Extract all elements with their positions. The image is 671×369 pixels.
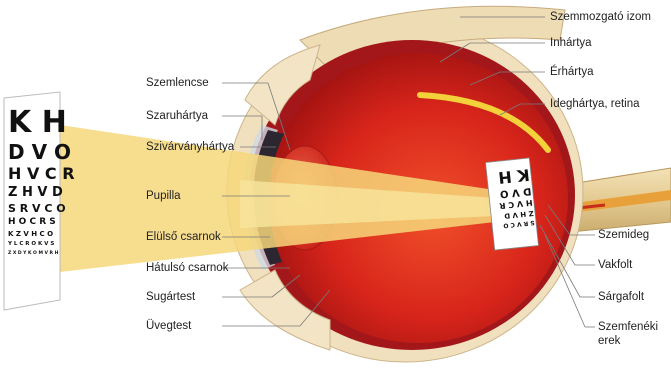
label-pupil: Pupilla — [146, 189, 181, 203]
retina-image-row: Z H V D — [493, 209, 534, 220]
label-choroid: Érhártya — [550, 65, 593, 79]
eye-chart-letters: K H D V O H V C R Z H V D S R V C O H O C R S… — [8, 108, 60, 260]
label-anterior-chamber: Elülső csarnok — [146, 230, 221, 244]
label-vitreous-body: Üvegtest — [146, 319, 191, 333]
label-lens: Szemlencse — [146, 76, 209, 90]
eye-chart-row: S R V C O — [8, 203, 60, 214]
eye-chart-row: Z H V D — [8, 186, 60, 199]
label-optic-nerve: Szemideg — [598, 228, 649, 242]
retina-image-row: H V C R — [492, 198, 533, 210]
eye-chart-row: H O C R S — [8, 218, 60, 227]
retina-image-row: D V O — [491, 185, 532, 199]
label-posterior-chamber: Hátulsó csarnok — [146, 261, 228, 275]
label-macula: Sárgafolt — [598, 290, 644, 304]
label-ciliary-body: Sugártest — [146, 290, 195, 304]
label-iris: Szivárványhártya — [146, 140, 234, 154]
label-retina: Ideghártya, retina — [550, 97, 640, 111]
label-cornea: Szaruhártya — [146, 109, 208, 123]
eye-chart-row: Y L C R O K V S — [8, 242, 60, 248]
eye-chart-row: D V O — [8, 142, 60, 162]
label-eye-muscle: Szemmozgató izom — [550, 10, 651, 24]
retina-image-row: S R V C O — [494, 219, 534, 229]
retina-image-row: K H — [489, 166, 530, 186]
eye-chart-row: K H — [8, 108, 60, 138]
label-blind-spot: Vakfolt — [598, 258, 632, 272]
eye-chart-row: H V C R — [8, 166, 60, 182]
label-tendon-sheath: Inhártya — [550, 36, 592, 50]
eye-chart-row: Z X D Y K O M V R H — [8, 252, 60, 257]
eye-chart-row: K Z V H C O — [8, 231, 60, 238]
label-fundus-vessels: Szemfenéki erek — [598, 320, 671, 348]
